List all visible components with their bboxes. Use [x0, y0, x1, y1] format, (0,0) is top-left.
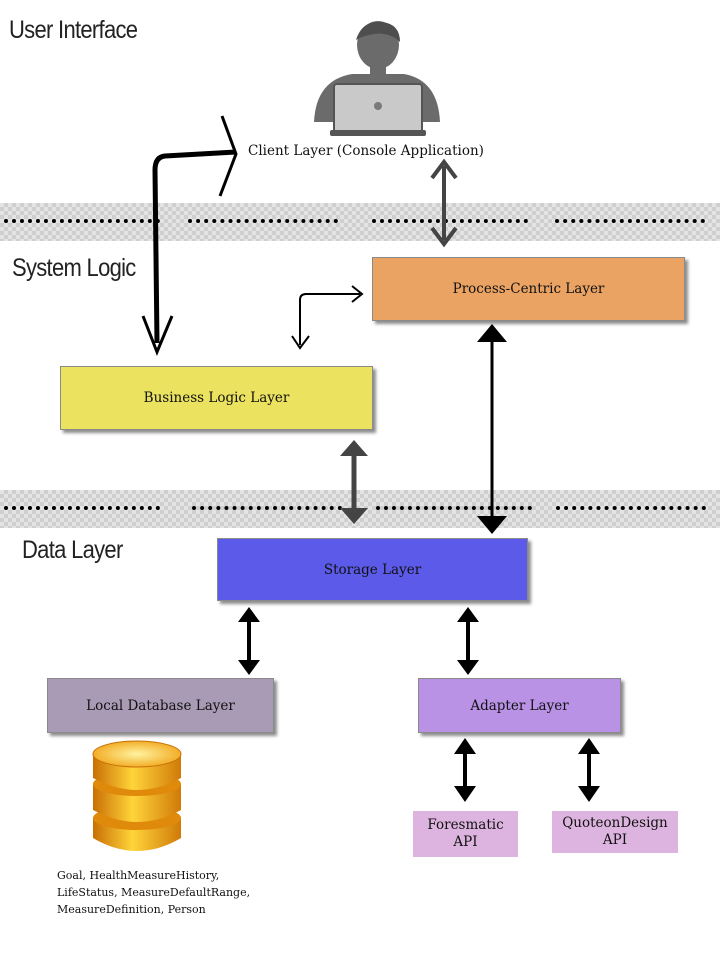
adapter-foresmatic-double-arrow	[454, 738, 476, 802]
database-tables-line: LifeStatus, MeasureDefaultRange,	[57, 886, 251, 899]
process-centric-layer-box: Process-Centric Layer	[372, 257, 685, 321]
client-to-business-arrow	[141, 115, 238, 357]
process-storage-double-arrow	[477, 324, 507, 534]
dotted-line	[555, 219, 705, 223]
adapter-quoteon-double-arrow	[578, 738, 600, 802]
dotted-line	[188, 219, 338, 223]
section-title-system-logic: System Logic	[12, 254, 136, 282]
storage-layer-box: Storage Layer	[217, 538, 528, 601]
user-with-laptop-icon	[314, 21, 440, 136]
api-suffix: API	[453, 834, 478, 850]
client-layer-label: Client Layer (Console Application)	[248, 143, 484, 159]
process-business-bent-arrow	[291, 285, 364, 350]
business-logic-layer-box: Business Logic Layer	[60, 366, 373, 430]
database-tables-line: MeasureDefinition, Person	[57, 903, 206, 916]
adapter-layer-box: Adapter Layer	[418, 678, 621, 733]
business-storage-double-arrow	[340, 440, 368, 524]
section-title-data-layer: Data Layer	[22, 536, 123, 564]
section-title-user-interface: User Interface	[9, 16, 138, 44]
api-name: Foresmatic	[427, 817, 504, 833]
storage-localdb-double-arrow	[238, 607, 260, 675]
database-icon	[92, 740, 182, 851]
dotted-line	[192, 506, 342, 510]
database-tables-line: Goal, HealthMeasureHistory,	[57, 869, 220, 882]
dotted-line	[4, 506, 160, 510]
api-name: QuoteonDesign	[562, 815, 668, 831]
local-database-layer-box: Local Database Layer	[47, 678, 274, 733]
dotted-line	[376, 506, 532, 510]
storage-adapter-double-arrow	[457, 607, 479, 675]
dotted-line	[4, 219, 160, 223]
dotted-line	[372, 219, 528, 223]
database-tables-list: Goal, HealthMeasureHistory, LifeStatus, …	[57, 867, 250, 918]
client-process-double-arrow	[430, 158, 458, 248]
api-suffix: API	[602, 832, 628, 848]
dotted-line	[556, 506, 706, 510]
